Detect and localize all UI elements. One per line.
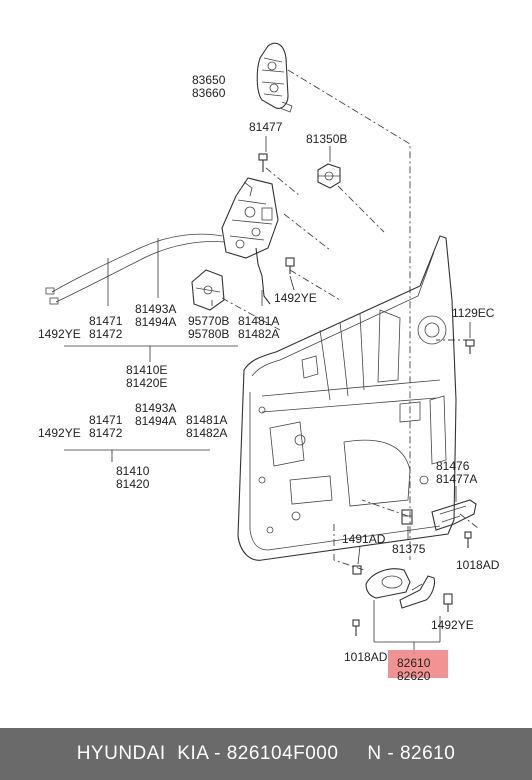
- label-81482a-b: 81482A: [186, 426, 227, 440]
- footer-text: HYUNDAI KIA - 826104F000 N - 82610: [76, 743, 456, 764]
- clip-1492ye-handle-part: [443, 593, 453, 612]
- label-1129ec: 1129EC: [452, 306, 495, 320]
- label-81494a-a: 81494A: [135, 315, 176, 329]
- door-actuator-part: [191, 269, 225, 311]
- label-1491ad: 1491AD: [342, 532, 386, 546]
- label-81472-b: 81472: [89, 426, 123, 440]
- label-83650: 83650: [192, 73, 226, 87]
- label-81375: 81375: [392, 542, 426, 556]
- label-81471-b: 81471: [89, 413, 123, 427]
- label-82610: 82610: [397, 656, 431, 670]
- label-1492ye-b: 1492YE: [38, 327, 81, 341]
- label-81476: 81476: [436, 459, 470, 473]
- label-95770b: 95770B: [188, 314, 229, 328]
- label-81477a: 81477A: [436, 472, 477, 486]
- striker-81350b-part: [317, 163, 341, 189]
- outside-handle-part: [256, 42, 293, 113]
- label-81493a-a: 81493A: [135, 302, 176, 316]
- inside-handle-part: [365, 568, 436, 609]
- label-1018ad-a: 1018AD: [456, 558, 500, 572]
- label-1492ye-c: 1492YE: [38, 426, 81, 440]
- label-1492ye-d: 1492YE: [431, 618, 474, 632]
- part-number-footer: HYUNDAI KIA - 826104F000 N - 82610: [0, 728, 532, 780]
- screw-1018ad-right-part: [464, 531, 472, 548]
- label-81472-a: 81472: [89, 327, 123, 341]
- bolt-81477-part: [258, 153, 268, 172]
- door-latch-part: [221, 177, 279, 259]
- label-81410e: 81410E: [126, 363, 167, 377]
- clip-81375-part: [401, 509, 413, 525]
- parts-diagram: 83650 83660 81477 81350B 1492YE 1129EC 8…: [38, 42, 500, 683]
- label-82620: 82620: [397, 669, 431, 683]
- label-95780b: 95780B: [188, 327, 229, 341]
- label-81481a-b: 81481A: [186, 413, 227, 427]
- bracket-81476-part: [431, 499, 477, 531]
- screw-1018ad-left-part: [352, 619, 360, 636]
- lock-cables-part: [45, 233, 225, 305]
- label-81493a-b: 81493A: [135, 401, 176, 415]
- label-81477: 81477: [249, 120, 283, 134]
- label-1018ad-b: 1018AD: [344, 650, 388, 664]
- label-81410: 81410: [116, 464, 150, 478]
- highlight-box: [388, 650, 448, 678]
- label-81471-a: 81471: [89, 314, 123, 328]
- bolt-1129ec-part: [465, 339, 475, 354]
- label-81350b: 81350B: [306, 132, 347, 146]
- latch-rod-part: [255, 247, 271, 305]
- label-81420: 81420: [116, 477, 150, 491]
- nut-1491ad-part: [352, 565, 362, 575]
- label-81420e: 81420E: [126, 376, 167, 390]
- label-1492ye-a: 1492YE: [274, 291, 317, 305]
- door-inner-panel-part: [237, 235, 457, 561]
- part-labels: 83650 83660 81477 81350B 1492YE 1129EC 8…: [38, 73, 500, 683]
- label-83660: 83660: [192, 86, 226, 100]
- leader-lines: [64, 136, 471, 654]
- label-81481a-a: 81481A: [238, 314, 279, 328]
- label-81494a-b: 81494A: [135, 414, 176, 428]
- label-81482a-a: 81482A: [238, 327, 279, 341]
